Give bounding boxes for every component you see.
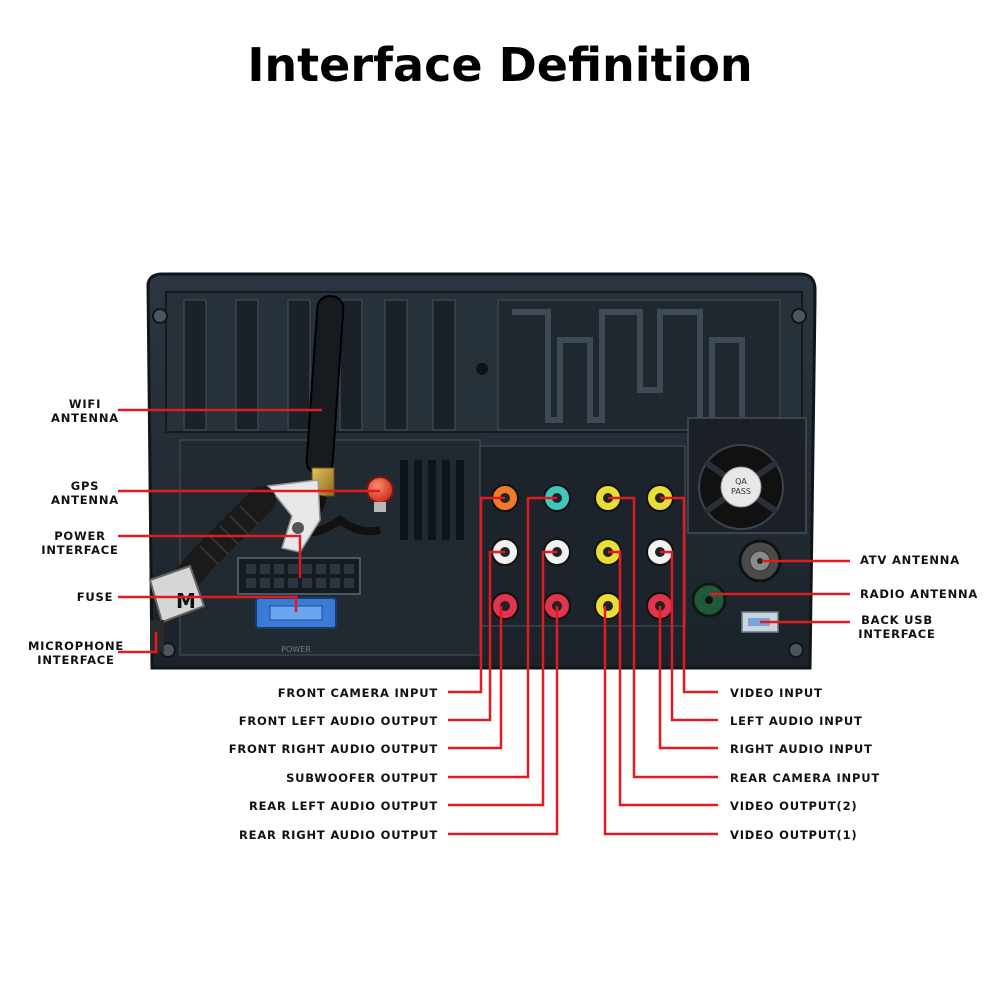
page-title: Interface Definition xyxy=(247,38,753,92)
gps-antenna-connector xyxy=(366,476,394,504)
label-microphone-interface: MICROPHONE INTERFACE xyxy=(16,639,136,667)
fan-sticker-line1: QA xyxy=(735,477,747,486)
mic-plug-letter: M xyxy=(176,589,196,613)
label-microphone-interface-line1: MICROPHONE xyxy=(27,639,125,653)
label-front-camera-input: FRONT CAMERA INPUT xyxy=(277,686,438,700)
label-power-interface-line1: POWER xyxy=(54,529,106,543)
label-front-left-audio-output: FRONT LEFT AUDIO OUTPUT xyxy=(238,714,438,728)
label-rear-right-audio-output: REAR RIGHT AUDIO OUTPUT xyxy=(239,828,438,842)
label-radio-antenna: RADIO ANTENNA xyxy=(860,587,979,601)
label-gps-antenna-line2: ANTENNA xyxy=(51,493,119,507)
label-atv-antenna: ATV ANTENNA xyxy=(860,553,960,567)
label-back-usb-line2: INTERFACE xyxy=(858,627,936,641)
label-video-input: VIDEO INPUT xyxy=(730,686,823,700)
label-gps-antenna-line1: GPS xyxy=(70,479,100,493)
label-front-right-audio-output: FRONT RIGHT AUDIO OUTPUT xyxy=(228,742,438,756)
label-microphone-interface-line2: INTERFACE xyxy=(37,653,115,667)
label-wifi-antenna-line1: WIFI xyxy=(68,397,102,411)
label-video-output-1: VIDEO OUTPUT(1) xyxy=(730,828,858,842)
label-left-audio-input: LEFT AUDIO INPUT xyxy=(730,714,863,728)
power-connector xyxy=(237,557,361,595)
label-subwoofer-output: SUBWOOFER OUTPUT xyxy=(286,771,438,785)
label-video-output-2: VIDEO OUTPUT(2) xyxy=(730,799,858,813)
label-power-interface: POWER INTERFACE xyxy=(30,529,130,557)
label-wifi-antenna: WIFI ANTENNA xyxy=(40,397,130,425)
label-fuse: FUSE xyxy=(76,590,114,604)
label-wifi-antenna-line2: ANTENNA xyxy=(51,411,119,425)
label-right-audio-input: RIGHT AUDIO INPUT xyxy=(730,742,873,756)
fan-sticker-line2: PASS xyxy=(731,487,751,496)
vent-ribs xyxy=(183,299,456,431)
label-power-interface-line2: INTERFACE xyxy=(41,543,119,557)
label-back-usb-line1: BACK USB xyxy=(861,613,933,627)
label-back-usb-interface: BACK USB INTERFACE xyxy=(852,613,942,641)
label-gps-antenna: GPS ANTENNA xyxy=(40,479,130,507)
power-connector-label: POWER xyxy=(281,645,311,654)
label-rear-camera-input: REAR CAMERA INPUT xyxy=(730,771,880,785)
label-rear-left-audio-output: REAR LEFT AUDIO OUTPUT xyxy=(248,799,438,813)
